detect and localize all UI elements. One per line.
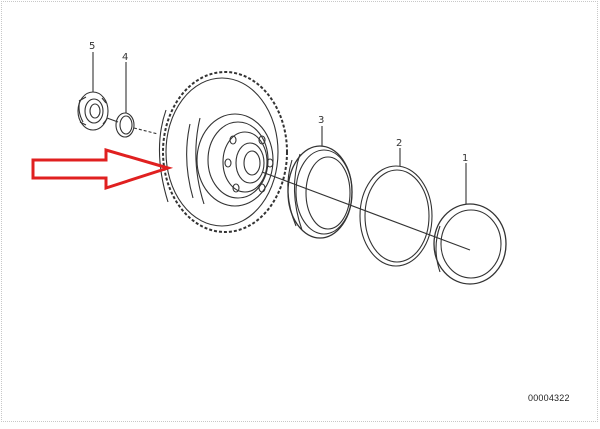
differential-crown-wheel[interactable] bbox=[158, 71, 288, 233]
tapered-roller-bearing[interactable] bbox=[77, 91, 109, 131]
radial-shaft-seal[interactable] bbox=[287, 145, 353, 239]
callout-number-3: 3 bbox=[318, 115, 324, 126]
callout-number-4: 4 bbox=[122, 52, 128, 63]
shim-ring-small[interactable] bbox=[115, 112, 135, 138]
diagram-reference-number: 00004322 bbox=[528, 393, 570, 403]
callout-number-1: 1 bbox=[462, 153, 468, 164]
callout-number-5: 5 bbox=[89, 41, 95, 52]
callout-number-2: 2 bbox=[396, 138, 402, 149]
shim-ring-large[interactable] bbox=[359, 165, 433, 267]
lock-ring[interactable] bbox=[433, 203, 507, 285]
highlight-arrow-icon bbox=[31, 148, 174, 191]
